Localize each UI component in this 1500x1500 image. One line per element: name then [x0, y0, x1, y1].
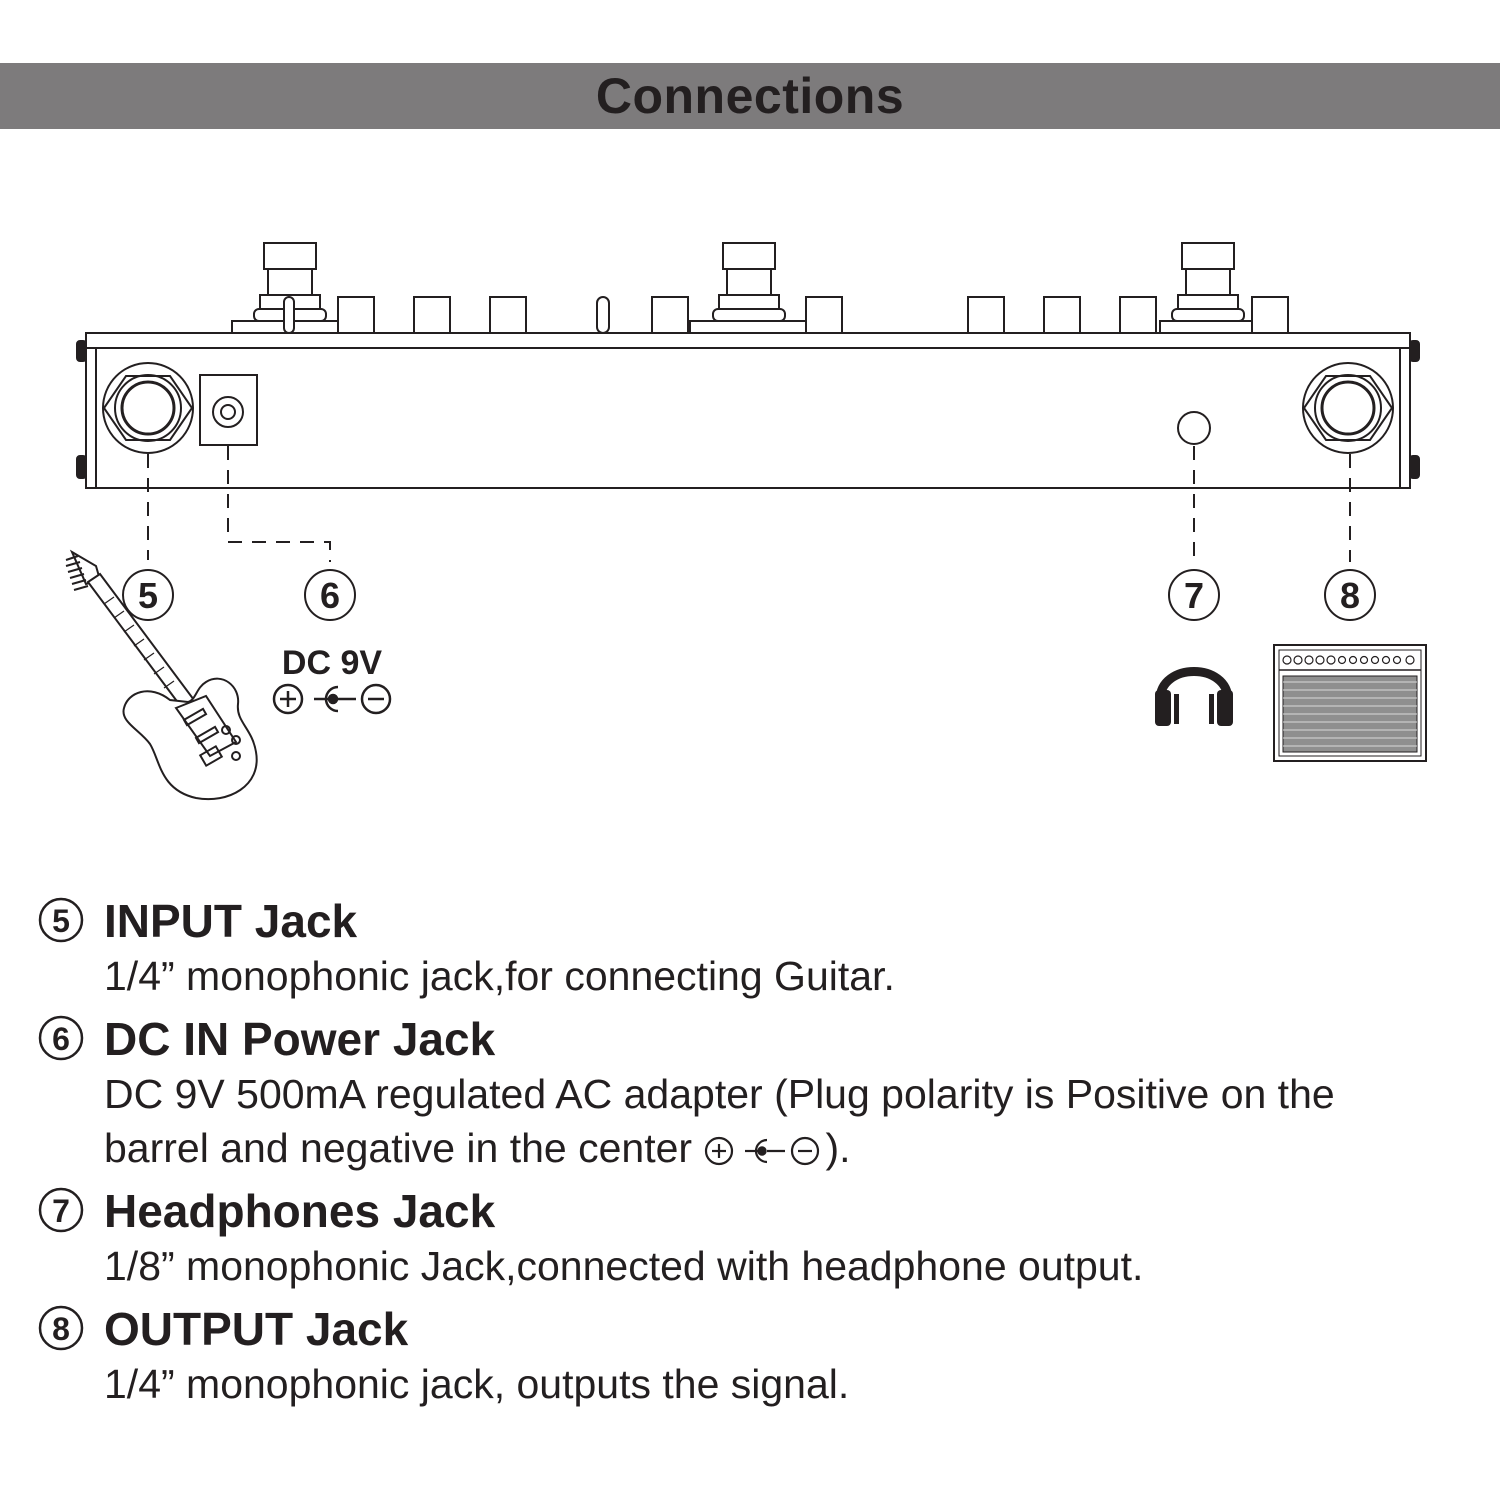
item-text: 1/4” monophonic jack,for connecting Guit… — [104, 953, 895, 999]
callout-6: 6 — [320, 575, 340, 616]
svg-text:8: 8 — [52, 1311, 70, 1347]
number-badge: 7 — [38, 1187, 84, 1233]
number-badge: 5 — [38, 897, 84, 943]
connections-diagram: 5 6 7 8 DC 9V — [65, 242, 1427, 801]
footswitch-middle — [689, 242, 809, 334]
dc-polarity-icon — [272, 683, 392, 715]
footswitch-right — [1159, 242, 1257, 334]
output-jack — [1302, 362, 1394, 454]
item-title: INPUT Jack — [104, 895, 358, 947]
headphones-icon — [1155, 667, 1233, 726]
item-text: 1/4” monophonic jack, outputs the signal… — [104, 1361, 850, 1407]
leader-lines — [147, 446, 1351, 562]
item-output-jack: 8 OUTPUT Jack 1/4” monophonic jack, outp… — [38, 1301, 1478, 1411]
item-text-line2-end: ). — [825, 1125, 851, 1171]
dc-9v-label: DC 9V — [282, 644, 382, 682]
callout-7: 7 — [1184, 575, 1204, 616]
pedal-body — [76, 332, 1420, 489]
item-text: 1/8” monophonic Jack,connected with head… — [104, 1243, 1144, 1289]
page-title: Connections — [595, 68, 905, 124]
guitar-icon — [65, 549, 258, 801]
number-badge: 6 — [38, 1015, 84, 1061]
svg-text:6: 6 — [52, 1021, 70, 1057]
item-title: OUTPUT Jack — [104, 1303, 409, 1355]
input-jack — [102, 362, 194, 454]
svg-text:5: 5 — [52, 903, 70, 939]
header-bar: Connections — [0, 63, 1500, 129]
callout-circles — [122, 569, 1376, 621]
item-dc-in-power-jack: 6 DC IN Power Jack DC 9V 500mA regulated… — [38, 1011, 1478, 1175]
headphone-jack — [1177, 411, 1211, 445]
item-headphones-jack: 7 Headphones Jack 1/8” monophonic Jack,c… — [38, 1183, 1478, 1293]
item-title: DC IN Power Jack — [104, 1013, 496, 1065]
item-title: Headphones Jack — [104, 1185, 496, 1237]
item-text-line2: barrel and negative in the center — [104, 1125, 693, 1171]
number-badge: 8 — [38, 1305, 84, 1351]
dc-polarity-icon — [705, 1137, 820, 1166]
item-text: DC 9V 500mA regulated AC adapter (Plug p… — [104, 1067, 1478, 1175]
item-text-line1: DC 9V 500mA regulated AC adapter (Plug p… — [104, 1071, 1335, 1117]
callout-5: 5 — [138, 575, 158, 616]
svg-text:7: 7 — [52, 1193, 70, 1229]
item-input-jack: 5 INPUT Jack 1/4” monophonic jack,for co… — [38, 893, 1478, 1003]
dc-jack — [199, 374, 258, 446]
amplifier-icon — [1273, 644, 1427, 762]
callout-8: 8 — [1340, 575, 1360, 616]
connection-descriptions: 5 INPUT Jack 1/4” monophonic jack,for co… — [38, 893, 1478, 1419]
